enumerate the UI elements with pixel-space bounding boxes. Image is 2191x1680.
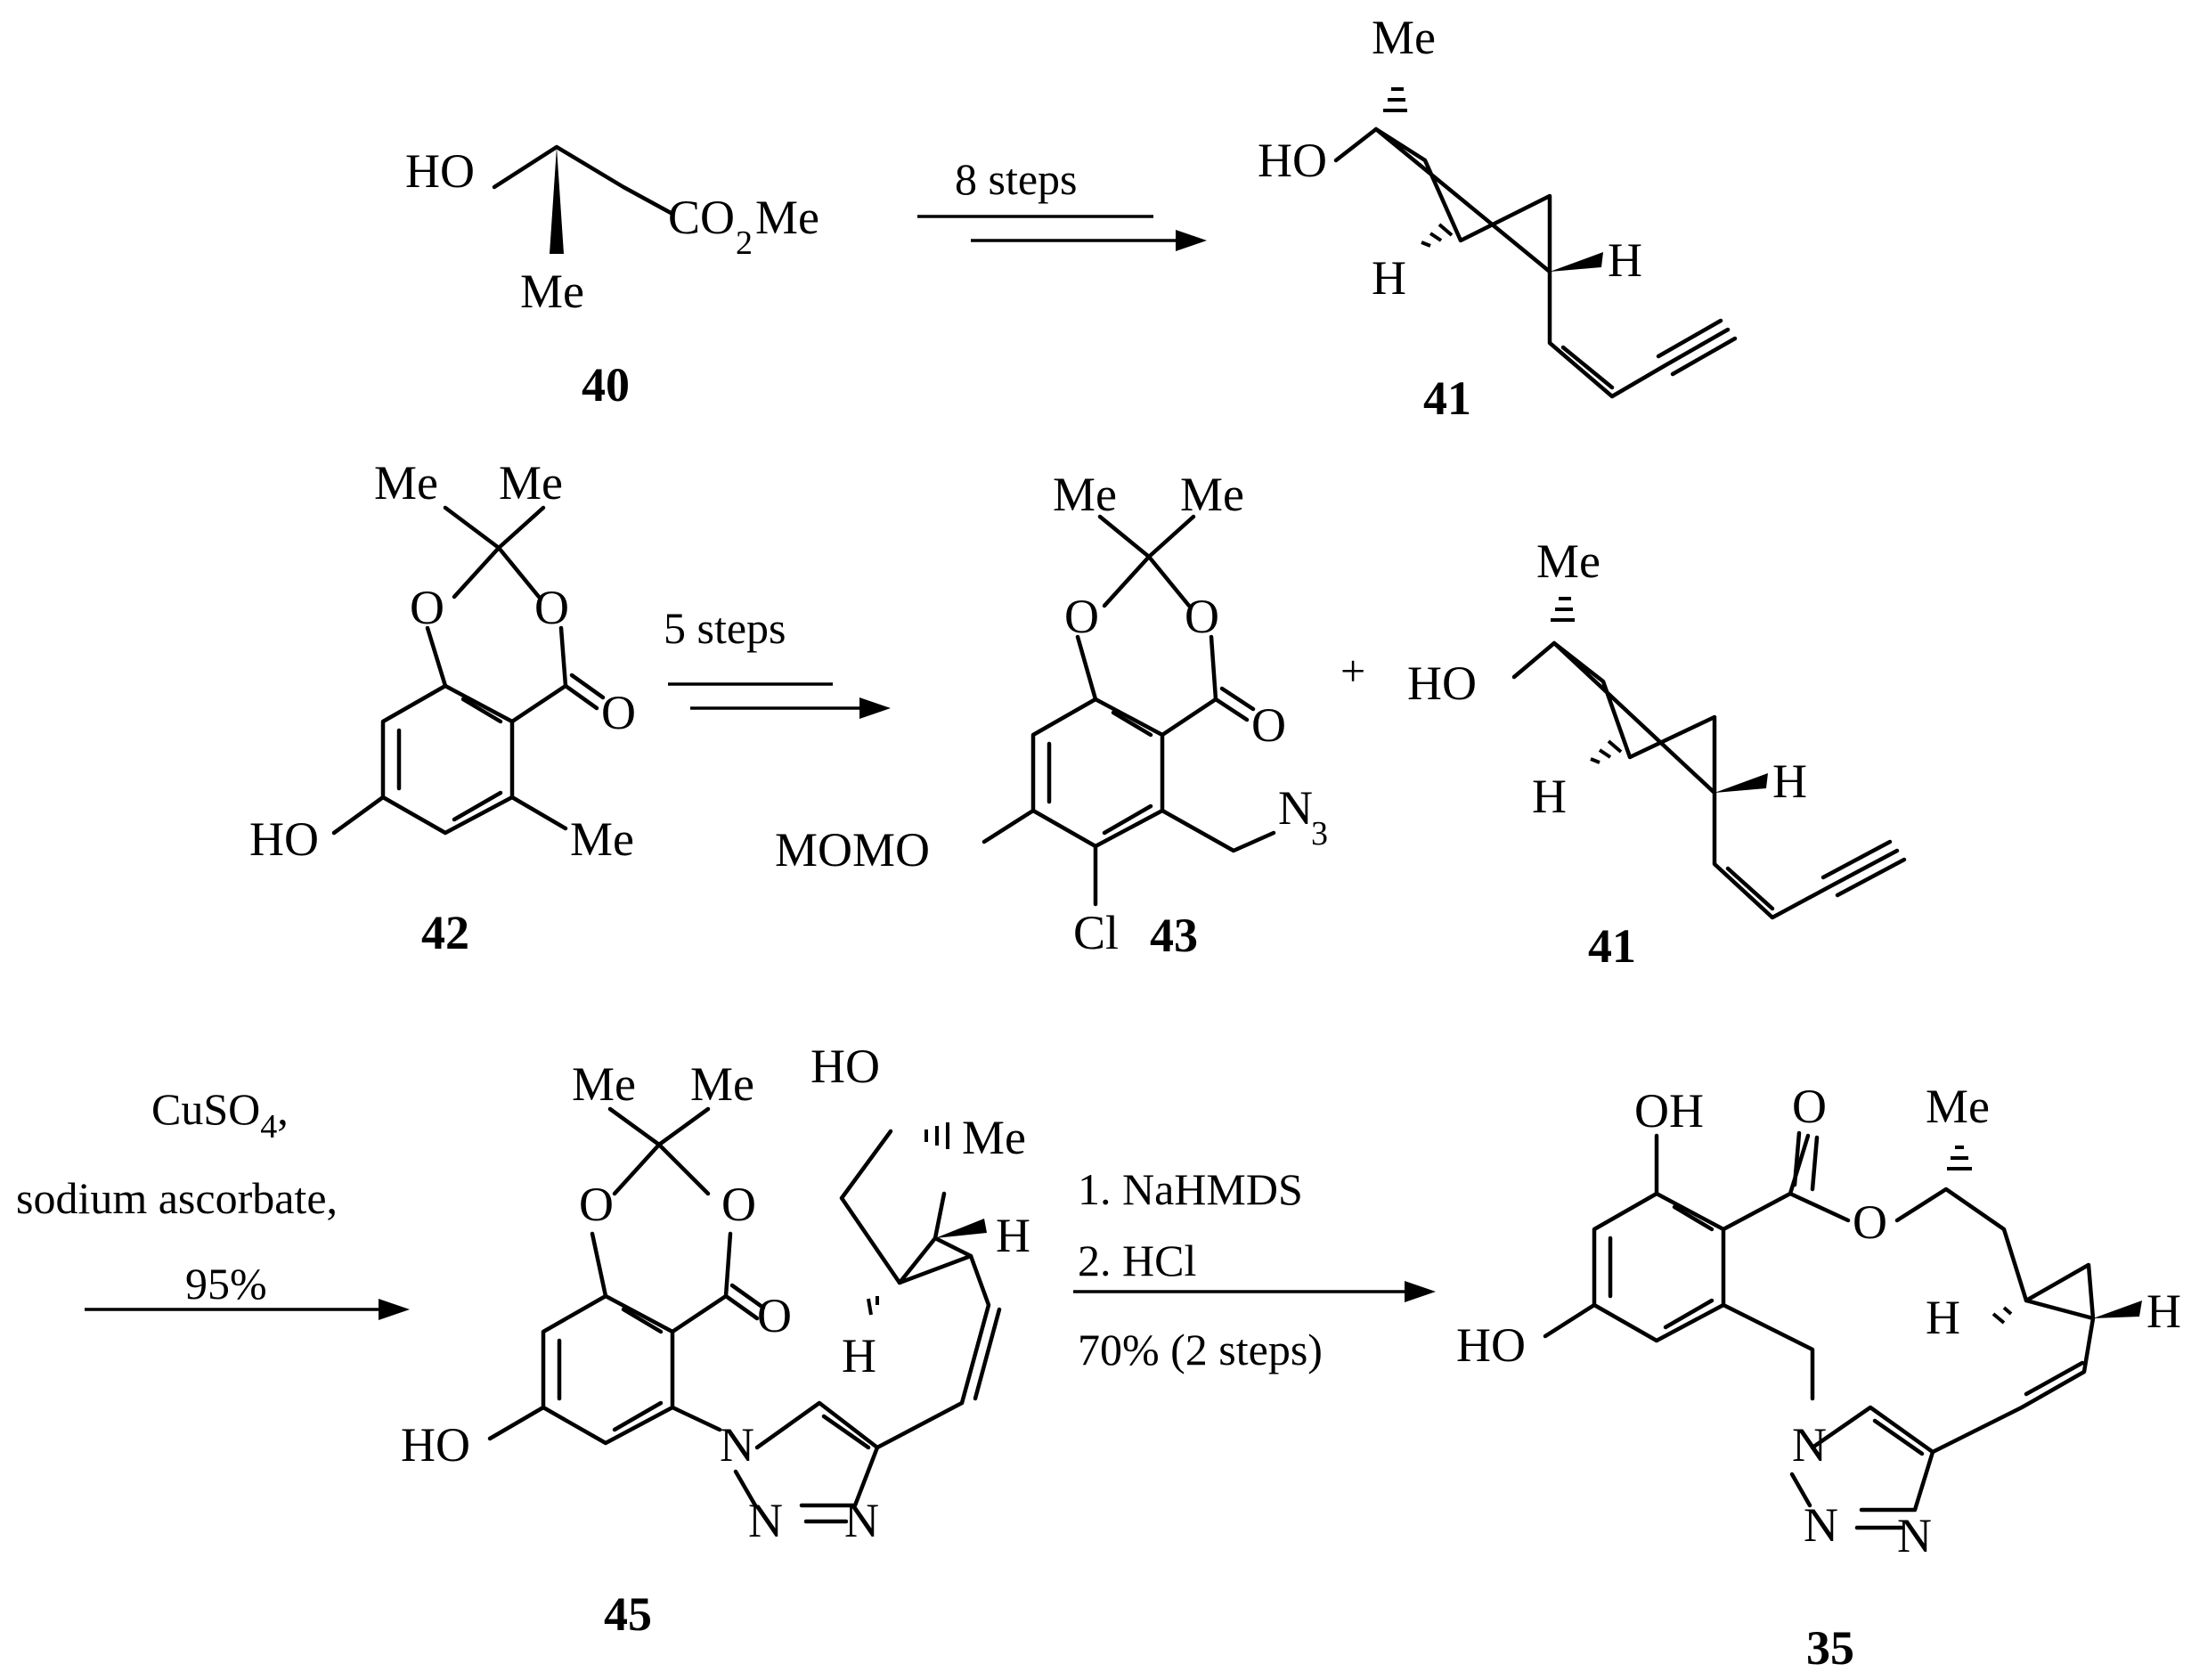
step-4-arrow: 1. NaHMDS 2. HCl 70% (2 steps): [1073, 1164, 1436, 1374]
compound-number-42: 42: [421, 906, 469, 959]
atom-label: H: [996, 1209, 1030, 1262]
atom-label: O: [410, 581, 444, 634]
atom-label: Me: [520, 265, 584, 318]
atom-label: 3: [1311, 815, 1328, 852]
atom-label: Me: [570, 812, 634, 866]
atom-label: H: [2146, 1284, 2181, 1338]
atom-label: CO: [668, 191, 735, 244]
atom-label: N: [844, 1494, 879, 1547]
step-3-arrow: CuSO4, sodium ascorbate, 95%: [16, 1084, 410, 1320]
atom-label: H: [1926, 1291, 1960, 1344]
atom-label: HO: [810, 1040, 880, 1093]
atom-label: Me: [1926, 1080, 1990, 1133]
atom-label: Me: [1372, 11, 1436, 64]
atom-label: Cl: [1073, 906, 1119, 959]
step-4-yield: 70% (2 steps): [1078, 1325, 1323, 1374]
atom-label: N: [720, 1418, 754, 1472]
atom-label: Me: [1180, 468, 1244, 521]
atom-label: H: [1532, 770, 1567, 823]
atom-label: N: [1804, 1498, 1838, 1552]
atom-label: H: [842, 1329, 876, 1382]
atom-label: HO: [401, 1418, 470, 1472]
compound-41-middle: Me HO H H 41: [1407, 534, 1907, 973]
atom-label: HO: [405, 144, 475, 198]
atom-label: HO: [1258, 134, 1327, 187]
atom-label: Me: [690, 1057, 754, 1111]
step-1-label: 8 steps: [955, 154, 1078, 204]
atom-label: O: [579, 1178, 614, 1231]
atom-label: O: [1185, 590, 1219, 643]
step-3-reagent-2: sodium ascorbate,: [16, 1173, 338, 1223]
atom-label: Me: [1053, 468, 1117, 521]
atom-label: H: [1772, 754, 1807, 808]
step-3-yield: 95%: [185, 1259, 267, 1309]
atom-label: HO: [249, 812, 319, 866]
atom-label: O: [1792, 1080, 1827, 1133]
step-4-reagent-2: 2. HCl: [1078, 1236, 1196, 1285]
atom-label: Me: [374, 456, 438, 510]
atom-label: HO: [1407, 657, 1477, 710]
step-2-label: 5 steps: [664, 603, 786, 653]
compound-number-40: 40: [582, 358, 630, 412]
compound-43: O O O Me Me MOMO Cl N 3 43: [775, 468, 1328, 962]
compound-number-41b: 41: [1588, 919, 1636, 973]
plus-sign: +: [1340, 646, 1365, 696]
compound-number-41: 41: [1423, 371, 1471, 425]
atom-label: Me: [962, 1111, 1026, 1164]
atom-label: O: [601, 686, 636, 739]
atom-label: O: [1064, 590, 1099, 643]
atom-label: HO: [1456, 1318, 1526, 1372]
atom-label: MOMO: [775, 823, 930, 877]
compound-45: Me Me O O O HO N N N HO Me H H 45: [401, 1040, 1030, 1641]
compound-42: O O O Me Me HO Me 42: [249, 456, 636, 959]
compound-35: OH O O Me HO H H N N N 35: [1456, 1080, 2181, 1675]
compound-41-top: Me HO H H 41: [1258, 11, 1738, 425]
atom-label: N: [748, 1494, 783, 1547]
atom-label: Me: [1536, 534, 1600, 588]
atom-label: O: [534, 581, 569, 634]
atom-label: N: [1897, 1509, 1932, 1562]
atom-label: H: [1608, 233, 1642, 287]
atom-label: O: [757, 1289, 792, 1342]
atom-label: H: [1372, 251, 1406, 305]
atom-label: Me: [572, 1057, 636, 1111]
step-3-reagent: CuSO4,: [151, 1084, 289, 1146]
atom-label: 2: [736, 224, 753, 262]
atom-label: O: [721, 1178, 756, 1231]
compound-number-45: 45: [604, 1587, 652, 1641]
atom-label: OH: [1634, 1084, 1704, 1138]
compound-40: HO CO 2 Me Me 40: [405, 144, 819, 412]
step-4-reagent-1: 1. NaHMDS: [1078, 1164, 1303, 1214]
atom-label: O: [1853, 1195, 1887, 1249]
step-1-arrow: 8 steps: [917, 154, 1207, 251]
step-2-arrow: 5 steps +: [664, 603, 1365, 719]
atom-label: N: [1278, 781, 1313, 835]
compound-number-43: 43: [1150, 909, 1198, 962]
atom-label: Me: [499, 456, 563, 510]
atom-label: N: [1792, 1418, 1827, 1472]
compound-number-35: 35: [1806, 1621, 1854, 1675]
atom-label: O: [1251, 698, 1286, 752]
atom-label: Me: [755, 191, 819, 244]
